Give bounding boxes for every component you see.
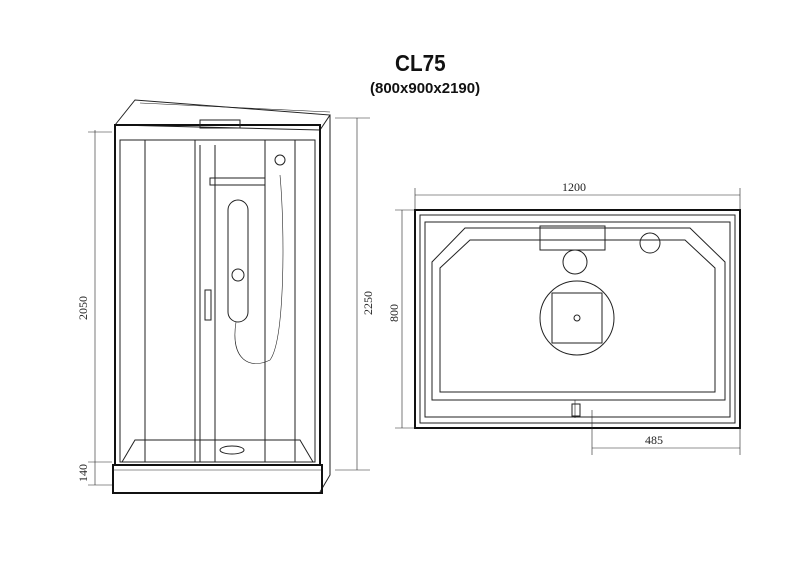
mixer-housing — [539, 225, 606, 251]
shower-tray-base — [112, 464, 323, 494]
drain-circle — [539, 280, 615, 356]
dim-cabin-height: 2050 — [76, 296, 90, 320]
rain-shower-icon — [199, 119, 241, 129]
dim-depth: 800 — [387, 304, 401, 322]
top-view-tray — [414, 209, 741, 429]
dim-total-height: 2250 — [361, 291, 375, 315]
top-view-dimensions: 1200 800 485 — [387, 180, 741, 455]
shower-panel — [227, 199, 249, 323]
front-view-dimensions: 2050 140 2250 — [76, 102, 375, 486]
dim-drain-offset: 485 — [645, 433, 663, 447]
dim-width: 1200 — [562, 180, 586, 194]
shower-head-icon — [639, 232, 661, 254]
front-view-cabin — [112, 99, 331, 494]
dim-base-height: 140 — [76, 464, 90, 482]
model-dimensions: (800x900x2190) — [370, 80, 481, 97]
model-title: CL75 — [395, 50, 446, 76]
